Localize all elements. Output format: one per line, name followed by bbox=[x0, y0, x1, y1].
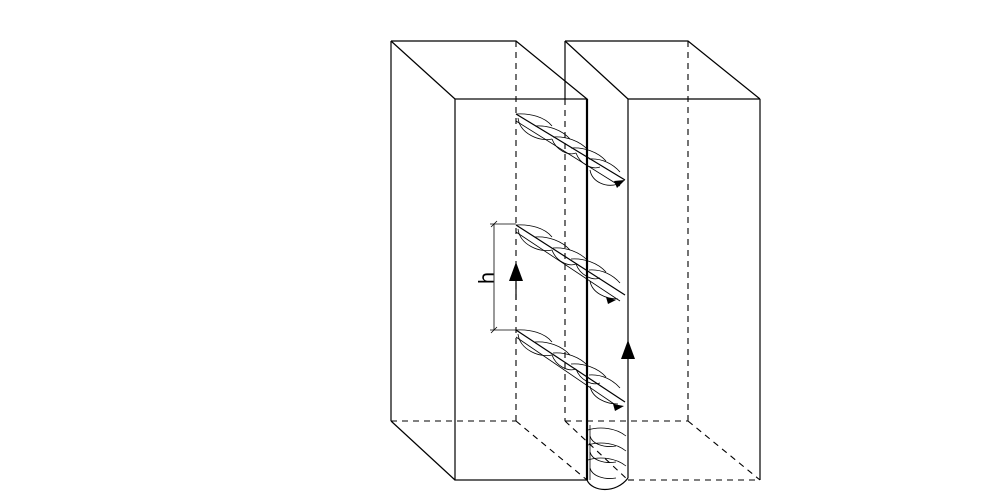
up-arrow-left-icon bbox=[509, 262, 523, 281]
h-dimension-label: h bbox=[475, 272, 499, 285]
h-dimension bbox=[490, 220, 516, 334]
spiral-band-3 bbox=[515, 329, 626, 411]
up-arrow-right-icon bbox=[621, 340, 635, 359]
spiral-band-2 bbox=[515, 224, 626, 304]
left-prism bbox=[390, 40, 588, 481]
seam-channel bbox=[586, 425, 629, 491]
spiral-band-1 bbox=[515, 113, 626, 188]
right-prism bbox=[564, 40, 761, 481]
